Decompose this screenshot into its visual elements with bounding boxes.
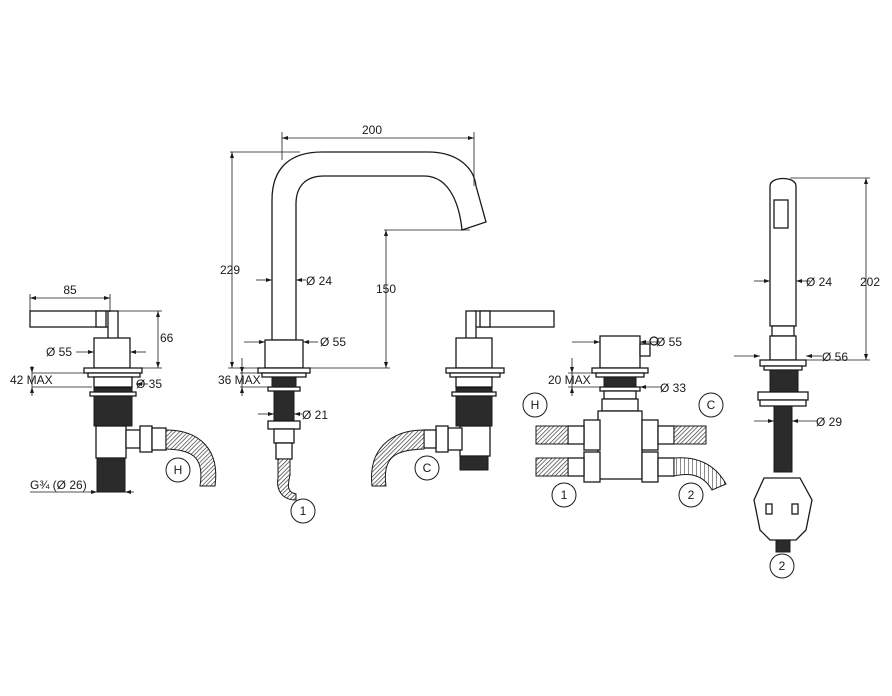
hot-label-circle [522,392,548,418]
right-valve: C [371,310,555,487]
outlet-label: 2 [779,559,786,573]
dim-reach: 200 [362,123,382,137]
inlet-label-circle [414,455,440,481]
inlet-label-circle [165,457,191,483]
braided-hose [165,429,217,487]
inlet-label: H [174,463,183,477]
dim-shank-dia: Ø 29 [816,415,842,429]
handshower-hose-connector [753,477,813,541]
dim-handle-dia: Ø 24 [806,275,832,289]
outlet-1-label-circle [551,482,577,508]
dim-body-dia: Ø 55 [656,335,682,349]
dim-max: 20 MAX [548,373,591,387]
dim-total-height: 229 [220,263,240,277]
hot-hose [535,425,569,445]
left-valve: H 85 66 Ø 55 42 MAX Ø 35 G¾ (Ø 26) [10,283,217,494]
outlet-label: 1 [300,504,307,518]
braided-hose [371,429,425,487]
dim-shank-dia: Ø 21 [302,408,328,422]
outlet-1-label: 1 [561,488,568,502]
outlet-1-hose [535,457,569,477]
inlet-label: C [423,461,432,475]
outlet-label-circle [769,553,795,579]
valve-body [455,337,493,369]
cold-label: C [707,398,716,412]
handshower: 2 Ø 24 202 Ø 56 Ø 29 [734,177,880,579]
dim-spout-dia: Ø 24 [306,274,332,288]
spout-body [271,151,487,341]
spout-shank [271,376,297,388]
dim-width: 85 [63,283,77,297]
dim-max: 42 MAX [10,373,53,387]
outlet-2-label-circle [678,482,704,508]
diverter-body [599,335,641,369]
dim-height: 202 [860,275,880,289]
cold-label-circle [698,392,724,418]
dim-base-dia: Ø 55 [320,335,346,349]
dim-outlet-height: 150 [376,282,396,296]
dim-height: 66 [160,331,174,345]
threaded-shank [93,376,133,388]
dim-max: 36 MAX [218,373,261,387]
outlet-hose [277,458,297,501]
outlet-2-label: 2 [688,488,695,502]
dim-body-dia: Ø 55 [46,345,72,359]
hot-label: H [531,398,540,412]
outlet-label-circle [290,498,316,524]
valve-body [93,337,131,369]
dim-flange-dia: Ø 33 [660,381,686,395]
cold-hose [673,425,707,445]
diverter: H C 1 2 Ø 55 20 MAX Ø 33 [522,335,727,508]
dim-base-dia: Ø 56 [822,350,848,364]
dim-flange-dia: Ø 35 [136,377,162,391]
outlet-2-hose [673,457,727,491]
spout: 1 200 229 Ø 24 150 Ø 55 [218,123,487,524]
dim-connection: G¾ (Ø 26) [30,478,87,492]
